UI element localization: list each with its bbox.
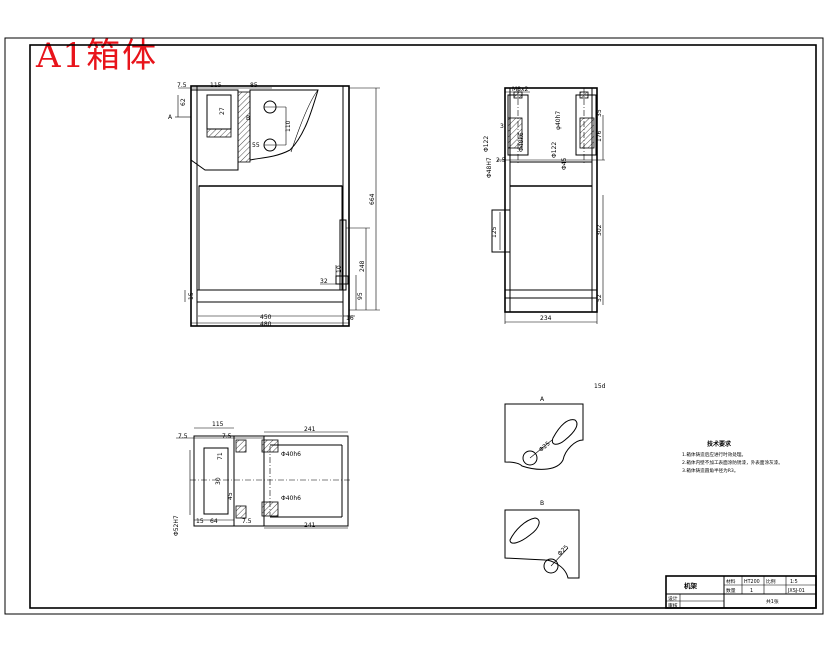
technical-notes: 技术要求 1.箱体铸造后应进行时效处理。 2.箱体内壁不加工表面涂防锈漆，外表面…	[682, 440, 783, 474]
detail-b-dim: Φ25	[556, 544, 570, 558]
detail-a-label: A	[540, 396, 545, 403]
dim-top-tol-c: Φ52H7	[173, 515, 180, 536]
dim-front-16: 16	[346, 315, 354, 322]
outer-border	[4, 37, 824, 615]
dim-top-7-5c: 7.5	[242, 518, 252, 525]
titleblock-name: 机架	[684, 581, 698, 590]
detail-a-view: A 15d Φ25	[504, 383, 606, 470]
notes-item-2: 2.箱体内壁不加工表面涂防锈漆，外表面涂灰漆。	[682, 459, 783, 466]
dim-top-241b: 241	[304, 522, 316, 529]
titleblock-designer: 设计	[668, 595, 678, 602]
dim-top-241a: 241	[304, 426, 316, 433]
side-view: M8x2 3 35 176 Φ48H7 Φ40k6 Φ122 2.5 Φ45 Φ…	[483, 86, 605, 324]
detail-b-label: B	[540, 500, 544, 507]
titleblock-qty-value: 1	[750, 588, 753, 594]
titleblock-sheet: 共1张	[766, 598, 779, 605]
dim-front-664: 664	[369, 193, 376, 205]
dim-top-115: 115	[212, 421, 224, 428]
dim-front-115: 115	[210, 82, 222, 89]
titleblock-drawing-no: JXSJ-01	[787, 588, 805, 594]
title-block: 机架 材料 HT200 比例 1:5 数量 1 JXSJ-01 设计 审核 共1…	[665, 575, 817, 609]
titleblock-checker: 审核	[668, 602, 678, 609]
dim-top-71: 71	[217, 452, 224, 460]
titleblock-material-value: HT200	[744, 579, 760, 585]
dim-front-55: 55	[252, 142, 260, 149]
dim-top-15: 15	[196, 518, 204, 525]
dim-top-tol-a: Φ40h6	[281, 451, 301, 458]
dim-side-302: 302	[596, 224, 603, 236]
dim-front-450: 450	[260, 314, 272, 321]
dim-side-3: 3	[500, 123, 504, 130]
notes-heading: 技术要求	[707, 440, 732, 448]
dim-side-tol-f: φ40h7	[555, 111, 562, 130]
dim-side-2-5: 2.5	[496, 157, 506, 164]
dim-side-m8: M8x2	[512, 86, 529, 93]
sheet-stamp-title: A1箱体	[36, 36, 159, 76]
titleblock-material-label: 材料	[726, 578, 736, 585]
dim-side-35: 35	[596, 109, 603, 117]
dim-side-tol-c: Φ122	[483, 136, 490, 152]
top-view: 115 7.5 7.5 241 241 71 30 Φ40h6 Φ40h6 Φ5…	[173, 421, 350, 536]
section-label-a: A	[168, 114, 173, 121]
dim-front-95: 95	[357, 292, 364, 300]
dim-side-tol-b: Φ40k6	[518, 132, 525, 152]
section-label-b: B	[246, 115, 250, 122]
dim-side-176: 176	[596, 130, 603, 142]
dim-top-45: 45	[227, 492, 234, 500]
dim-top-30: 30	[215, 477, 222, 485]
notes-item-1: 1.箱体铸造后应进行时效处理。	[682, 451, 746, 458]
titleblock-scale-value: 1:5	[790, 579, 798, 585]
dim-front-32: 32	[320, 278, 328, 285]
dim-top-7-5b: 7.5	[222, 433, 232, 440]
dim-top-7-5a: 7.5	[178, 433, 188, 440]
titleblock-scale-label: 比例	[766, 578, 776, 585]
dim-top-64: 64	[210, 518, 218, 525]
dim-front-248: 248	[359, 260, 366, 272]
dim-front-27: 27	[219, 107, 226, 115]
dim-front-110: 110	[285, 120, 292, 132]
inner-frame	[29, 44, 817, 609]
notes-item-3: 3.箱体铸造圆角半径为R3。	[682, 467, 738, 474]
dim-top-tol-b: Φ40h6	[281, 495, 301, 502]
dim-side-tol-e: Φ122	[551, 142, 558, 158]
dim-side-tol-a: Φ48H7	[486, 157, 493, 178]
dim-front-480: 480	[260, 321, 272, 328]
front-view: 7.5 115 85 62 27 110 55 664 248 15 32 10…	[168, 82, 380, 328]
dim-front-15a: 15	[188, 292, 195, 300]
dim-front-10: 10	[336, 265, 343, 273]
detail-b-view: B Φ25	[504, 500, 580, 579]
dim-side-52: 52	[596, 294, 603, 302]
dim-side-234: 234	[540, 315, 552, 322]
dim-side-tol-d: Φ45	[561, 157, 568, 170]
titleblock-qty-label: 数量	[726, 587, 736, 594]
dim-side-125: 125	[491, 226, 498, 238]
detail-a-scale: 15d	[594, 383, 606, 390]
dim-front-7-5: 7.5	[177, 82, 187, 89]
dim-front-85: 85	[250, 82, 258, 89]
dim-front-62: 62	[180, 98, 187, 106]
